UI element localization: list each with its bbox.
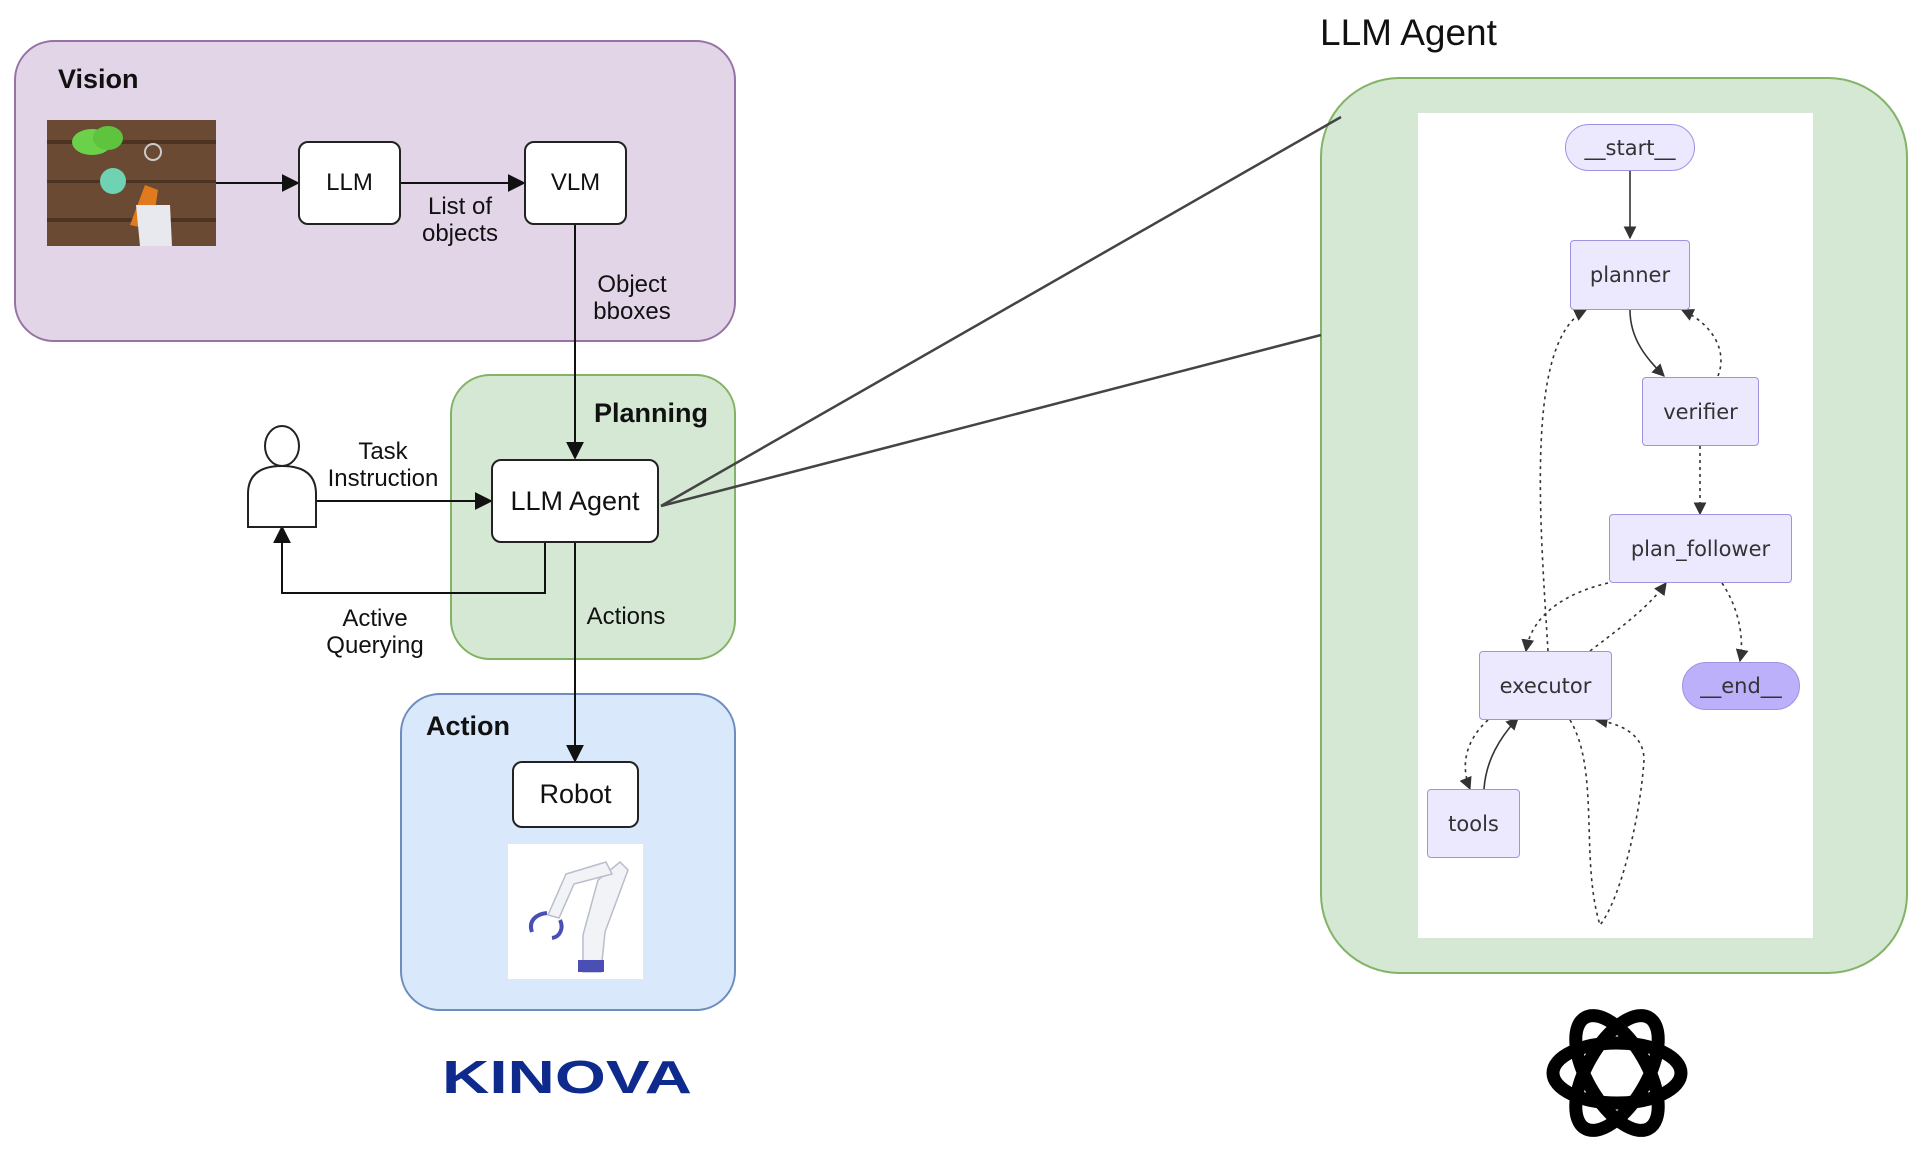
kinova-logo: KINOVA <box>442 1051 692 1103</box>
node-start: __start__ <box>1565 124 1695 171</box>
node-tools-label: tools <box>1448 811 1499 836</box>
zoom-line-bottom <box>660 333 1322 508</box>
object-bboxes-label: Object bboxes <box>593 271 671 325</box>
llm-agent-panel-title: LLM Agent <box>1320 12 1497 53</box>
active-querying-label: Active Querying <box>326 605 424 659</box>
edge-executor-tools <box>1459 719 1489 791</box>
actions-label: Actions <box>586 603 666 630</box>
planning-title: Planning <box>594 398 708 428</box>
llm-agent-box-label: LLM Agent <box>510 485 640 516</box>
vlm-box: VLM <box>524 141 627 225</box>
node-plan-follower-label: plan_follower <box>1630 536 1771 561</box>
table-photo-image <box>47 120 216 246</box>
human-icon <box>247 425 317 528</box>
zoom-line-top <box>660 115 1342 508</box>
edge-executor-planner <box>1539 309 1588 652</box>
node-planner-label: planner <box>1589 263 1671 287</box>
vlm-box-label: VLM <box>550 169 601 196</box>
list-of-objects-label: List of objects <box>421 193 499 247</box>
edge-executor-planfollower <box>1589 581 1667 652</box>
node-tools: tools <box>1427 789 1520 858</box>
node-end: __end__ <box>1682 662 1800 710</box>
action-title: Action <box>426 711 510 741</box>
node-start-label: __start__ <box>1584 135 1676 160</box>
llm-box: LLM <box>298 141 401 225</box>
edge-planfollower-end <box>1721 582 1749 663</box>
node-end-label: __end__ <box>1700 674 1782 698</box>
openai-logo <box>1546 1009 1688 1137</box>
vision-title: Vision <box>58 64 139 94</box>
kinova-arm-image <box>508 844 643 979</box>
task-instruction-label: Task Instruction <box>327 438 439 492</box>
robot-box-label: Robot <box>539 779 612 809</box>
edge-executor-self <box>1569 715 1645 927</box>
svg-text:KINOVA: KINOVA <box>442 1051 692 1103</box>
edge-verifier-planner <box>1680 309 1722 377</box>
node-planner: planner <box>1570 240 1690 310</box>
robot-box: Robot <box>512 761 639 828</box>
node-plan-follower: plan_follower <box>1609 514 1792 583</box>
node-executor-label: executor <box>1499 673 1592 698</box>
edge-planner-verifier <box>1629 309 1665 377</box>
node-executor: executor <box>1479 651 1612 720</box>
llm-agent-box: LLM Agent <box>491 459 659 543</box>
edge-planfollower-executor <box>1521 582 1609 653</box>
edge-tools-executor <box>1483 719 1517 790</box>
node-verifier: verifier <box>1642 377 1759 446</box>
llm-box-label: LLM <box>326 169 373 196</box>
node-verifier-label: verifier <box>1663 399 1738 424</box>
arrow-agent-to-human <box>273 525 546 594</box>
